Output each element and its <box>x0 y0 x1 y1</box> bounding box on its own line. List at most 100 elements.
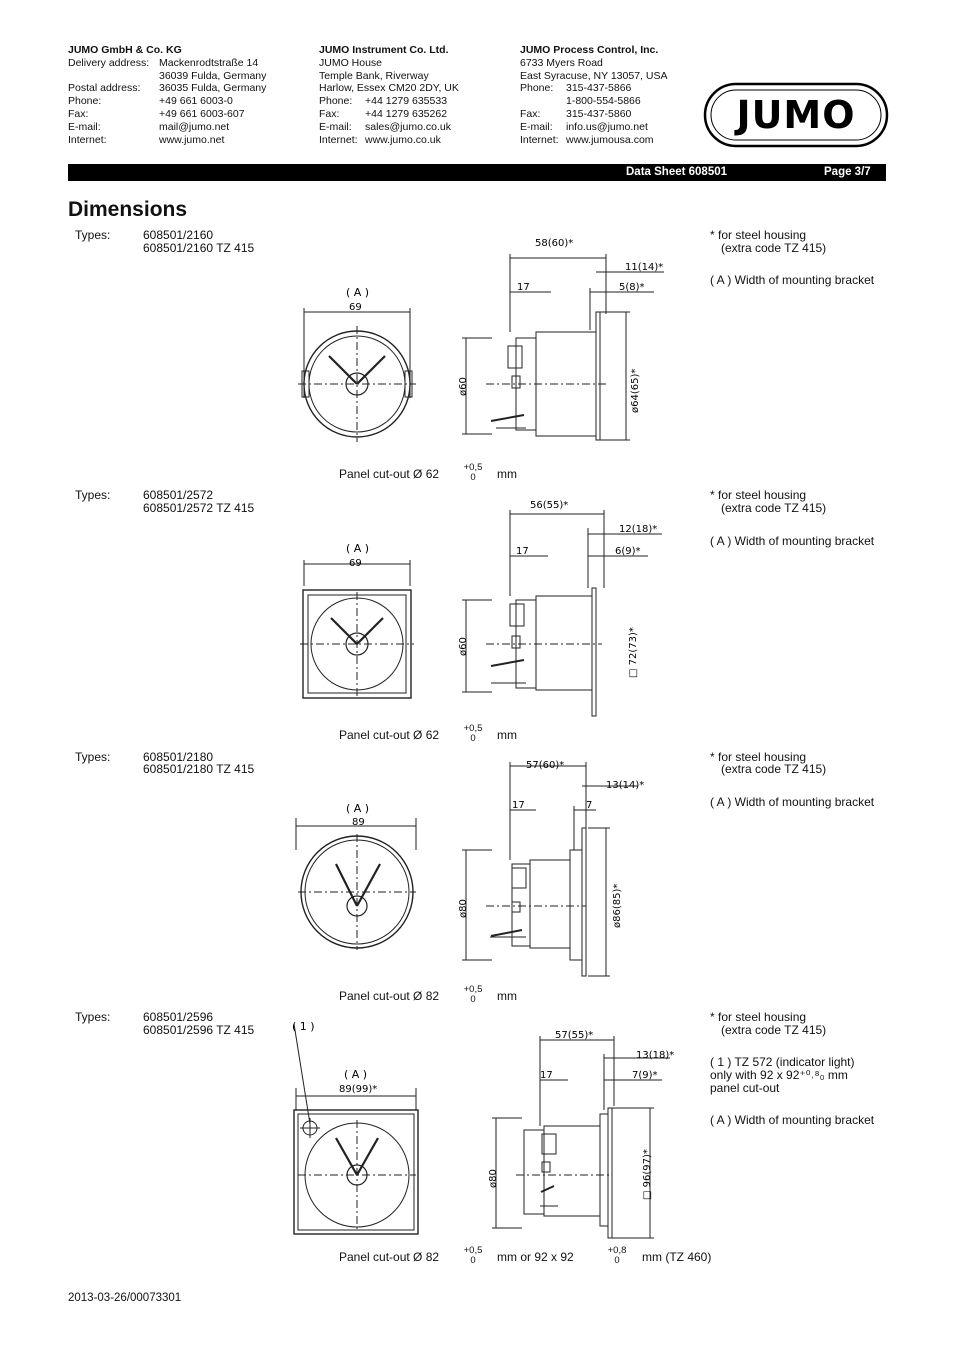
addr-key: E-mail: <box>520 120 553 133</box>
addr-val: +49 661 6003-607 <box>159 107 245 120</box>
address-germany: JUMO GmbH & Co. KG Delivery address: Mack… <box>68 44 266 146</box>
tol-upper: +0,5 <box>463 1245 483 1256</box>
dimension-drawing-2180: ( A ) 89 57(60)* 13(14)* 17 7 ø80 ø86(85… <box>295 760 644 977</box>
dim-7: 7(9)* <box>632 1070 658 1081</box>
dim-dia2: □ 72(73)* <box>628 627 639 678</box>
dim-17: 17 <box>517 282 530 293</box>
address-uk: JUMO Instrument Co. Ltd. JUMO House Temp… <box>319 44 459 146</box>
note-extra-code: (extra code TZ 415) <box>721 241 827 255</box>
org-name: JUMO GmbH & Co. KG <box>68 44 182 56</box>
addr-val: East Syracuse, NY 13057, USA <box>520 69 668 82</box>
datasheet-number: Data Sheet 608501 <box>626 166 728 178</box>
unit-tz460: mm (TZ 460) <box>642 1250 712 1264</box>
addr-key: Fax: <box>319 107 340 120</box>
datasheet-bar: Data Sheet 608501 Page 3/7 <box>68 164 886 181</box>
dim-dia: ø60 <box>458 377 469 396</box>
addr-val: 315-437-5860 <box>566 107 632 120</box>
note-steel: * for steel housing <box>710 1010 807 1024</box>
label-a: ( A ) <box>346 802 369 815</box>
tol-lower: 0 <box>614 1254 620 1266</box>
note-steel: * for steel housing <box>710 228 807 242</box>
dim-7: 7 <box>586 800 592 811</box>
label-a: ( A ) <box>346 542 369 555</box>
address-usa: JUMO Process Control, Inc. 6733 Myers Ro… <box>520 44 667 146</box>
dim-depth: 56(55)* <box>530 500 568 511</box>
addr-val: 36035 Fulda, Germany <box>159 82 267 95</box>
dim-depth: 57(55)* <box>555 1030 593 1041</box>
addr-val: www.jumo.co.uk <box>365 133 441 146</box>
dim-6: 6(9)* <box>615 546 641 557</box>
type-code: 608501/2596 TZ 415 <box>143 1023 255 1037</box>
addr-key: Fax: <box>68 107 89 120</box>
tol-upper: +0,5 <box>463 984 483 995</box>
document-footer: 2013-03-26/00073301 <box>68 1292 182 1304</box>
addr-val: Temple Bank, Riverway <box>319 69 429 82</box>
addr-val: Harlow, Essex CM20 2DY, UK <box>319 82 459 95</box>
note-extra-code: (extra code TZ 415) <box>721 762 827 776</box>
tol-upper: +0,5 <box>463 723 483 734</box>
addr-key <box>68 70 159 83</box>
panel-cutout: Panel cut-out Ø 82 <box>339 1250 440 1264</box>
type-code: 608501/2160 TZ 415 <box>143 241 255 255</box>
type-code: 608501/2572 TZ 415 <box>143 501 255 515</box>
note-bracket: ( A ) Width of mounting bracket <box>710 273 875 287</box>
types-label: Types: <box>75 750 111 764</box>
types-label: Types: <box>75 488 111 502</box>
dim-dia2: ø86(85)* <box>612 884 623 928</box>
note-indicator-cutout: only with 92 x 92⁺⁰˒⁸₀ mm <box>710 1068 848 1082</box>
addr-key: Phone: <box>68 95 102 108</box>
addr-key: Phone: <box>520 82 554 95</box>
tol-lower: 0 <box>470 732 476 744</box>
note-bracket: ( A ) Width of mounting bracket <box>710 1113 875 1127</box>
type-code: 608501/2180 <box>143 750 214 764</box>
addr-val: 36039 Fulda, Germany <box>159 69 267 82</box>
addr-val: +44 1279 635533 <box>365 95 448 108</box>
dim-dia: ø60 <box>458 637 469 656</box>
addr-val: +44 1279 635262 <box>365 107 448 120</box>
dim-5: 5(8)* <box>619 282 645 293</box>
dim-dia: ø80 <box>458 899 469 918</box>
addr-val: Mackenrodtstraße 14 <box>159 56 259 69</box>
tol-lower: 0 <box>470 993 476 1005</box>
dim-dia2: □ 96(97)* <box>642 1149 653 1200</box>
width-69: 69 <box>349 302 362 313</box>
logo-text: JUMO <box>733 93 855 137</box>
type-code: 608501/2572 <box>143 488 214 502</box>
panel-cutout: Panel cut-out Ø 62 <box>339 728 440 742</box>
dim-dia2: ø64(65)* <box>630 369 641 413</box>
addr-key <box>520 95 566 108</box>
type-code: 608501/2160 <box>143 228 214 242</box>
dimension-drawing-2596: ( 1 ) ( A ) 89(99)* 57(55)* 13(18)* 17 7… <box>292 1020 674 1239</box>
note-indicator-light: ( 1 ) TZ 572 (indicator light) <box>710 1055 855 1069</box>
dim-depth: 58(60)* <box>535 238 573 249</box>
addr-val: 6733 Myers Road <box>520 56 603 69</box>
page-title: Dimensions <box>68 198 188 221</box>
dim-13: 13(14)* <box>606 780 644 791</box>
note-steel: * for steel housing <box>710 750 807 764</box>
addr-key: Internet: <box>319 133 358 146</box>
type-code: 608501/2180 TZ 415 <box>143 762 255 776</box>
note-bracket: ( A ) Width of mounting bracket <box>710 534 875 548</box>
label-a: ( A ) <box>346 286 369 299</box>
note-indicator-cutout-cont: panel cut-out <box>710 1081 780 1095</box>
addr-val: sales@jumo.co.uk <box>365 120 451 133</box>
org-name: JUMO Process Control, Inc. <box>520 44 659 56</box>
unit: mm or 92 x 92 <box>497 1250 574 1264</box>
addr-key: Delivery address: <box>68 56 150 69</box>
note-extra-code: (extra code TZ 415) <box>721 1023 827 1037</box>
note-steel: * for steel housing <box>710 488 807 502</box>
tol-lower: 0 <box>470 471 476 483</box>
addr-val: www.jumo.net <box>159 133 225 146</box>
dim-17: 17 <box>540 1070 553 1081</box>
addr-val: mail@jumo.net <box>159 120 230 133</box>
panel-cutout: Panel cut-out Ø 62 <box>339 467 440 481</box>
tol-lower: 0 <box>470 1254 476 1266</box>
addr-key: E-mail: <box>319 120 352 133</box>
types-label: Types: <box>75 1010 111 1024</box>
width-69: 69 <box>349 558 362 569</box>
note-extra-code: (extra code TZ 415) <box>721 501 827 515</box>
page-number: Page 3/7 <box>824 166 871 178</box>
